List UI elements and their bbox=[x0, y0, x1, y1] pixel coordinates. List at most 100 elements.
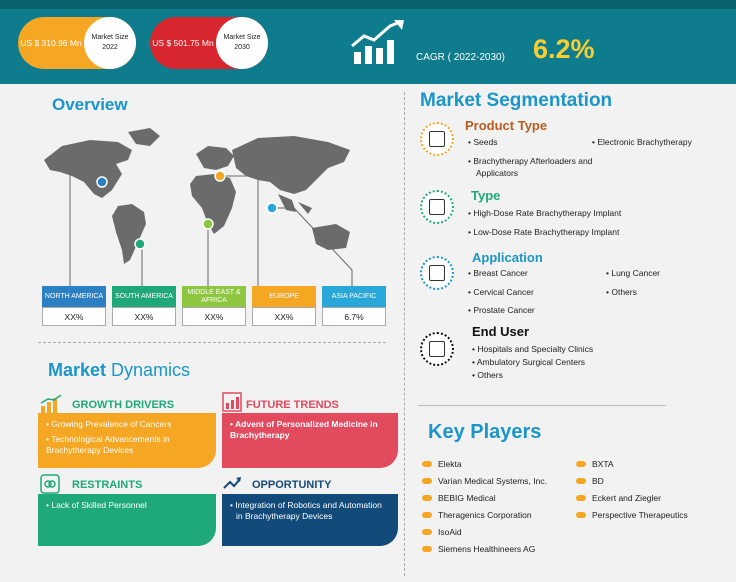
bullet-dot-icon bbox=[422, 495, 432, 501]
region-asia-pacific: ASIA PACIFIC 6.7% bbox=[322, 286, 386, 326]
key-player-name: Siemens Healthineers AG bbox=[438, 544, 536, 554]
end-user-text: Others bbox=[477, 370, 503, 380]
application-title: Application bbox=[472, 250, 543, 265]
overview-divider bbox=[38, 342, 386, 343]
region-share: XX% bbox=[112, 307, 176, 326]
product-type-text: Seeds bbox=[473, 137, 498, 147]
key-player-left: IsoAid bbox=[422, 527, 462, 537]
product-type-title: Product Type bbox=[465, 118, 548, 133]
region-share: XX% bbox=[42, 307, 106, 326]
key-player-name: Theragenics Corporation bbox=[438, 510, 532, 520]
bullet-dot-icon bbox=[576, 495, 586, 501]
product-type-text: Electronic Brachytherapy bbox=[597, 137, 692, 147]
region-share: XX% bbox=[182, 307, 246, 326]
key-player-name: Varian Medical Systems, Inc. bbox=[438, 476, 547, 486]
segmentation-divider bbox=[418, 405, 666, 406]
growth-bars-icon bbox=[40, 395, 62, 413]
future-trends-box: • Advent of Personalized Medicine in Bra… bbox=[222, 413, 398, 468]
region-share: 6.7% bbox=[322, 307, 386, 326]
market-size-2022-value: US $ 310.96 Mn bbox=[20, 37, 82, 48]
type-item: • High-Dose Rate Brachytherapy Implant bbox=[468, 208, 622, 218]
application-item: • Prostate Cancer bbox=[468, 305, 535, 315]
product-type-item: • Brachytherapy Afterloaders and Applica… bbox=[468, 156, 593, 178]
dynamics-title-b: Dynamics bbox=[111, 360, 191, 380]
market-size-2030-pill: US $ 501.75 Mn Market Size 2030 bbox=[150, 17, 268, 69]
end-user-text: Hospitals and Specialty Clinics bbox=[477, 344, 594, 354]
dynamics-title-a: Market bbox=[48, 360, 107, 380]
key-player-right: Eckert and Ziegler bbox=[576, 493, 661, 503]
growth-driver-item: • Technological Advancements in Brachyth… bbox=[46, 434, 170, 455]
restraint-text: Lack of Skilled Personnel bbox=[51, 500, 147, 510]
application-text: Lung Cancer bbox=[611, 268, 661, 278]
bullet-dot-icon bbox=[422, 529, 432, 535]
application-text: Breast Cancer bbox=[473, 268, 528, 278]
end-user-item: • Hospitals and Specialty Clinics bbox=[472, 344, 594, 354]
application-icon bbox=[420, 256, 454, 290]
region-name: SOUTH AMERICA bbox=[112, 286, 176, 307]
dynamics-title: Market Dynamics bbox=[48, 360, 190, 381]
future-trend-text: Advent of Personalized Medicine in Brach… bbox=[230, 419, 378, 440]
growth-driver-text: Growing Prevalence of Cancers bbox=[51, 419, 172, 429]
opportunity-item: • Integration of Robotics and Automation… bbox=[230, 500, 382, 521]
key-player-name: BEBIG Medical bbox=[438, 493, 496, 503]
bullet-dot-icon bbox=[576, 461, 586, 467]
restraints-title: RESTRAINTS bbox=[72, 479, 143, 491]
key-player-left: BEBIG Medical bbox=[422, 493, 496, 503]
application-item: • Breast Cancer bbox=[468, 268, 528, 278]
growth-drivers-title: GROWTH DRIVERS bbox=[72, 399, 175, 411]
section-divider bbox=[404, 92, 405, 576]
future-trend-item: • Advent of Personalized Medicine in Bra… bbox=[230, 419, 378, 440]
application-text: Prostate Cancer bbox=[473, 305, 535, 315]
key-players-title: Key Players bbox=[428, 421, 542, 443]
opportunity-text: Integration of Robotics and Automation i… bbox=[235, 500, 382, 521]
overview-title: Overview bbox=[52, 95, 128, 114]
key-player-name: BXTA bbox=[592, 459, 614, 469]
market-size-2030-label: Market Size 2030 bbox=[216, 17, 268, 69]
key-player-left: Siemens Healthineers AG bbox=[422, 544, 535, 554]
region-name: NORTH AMERICA bbox=[42, 286, 106, 307]
key-player-name: BD bbox=[592, 476, 604, 486]
growth-driver-text: Technological Advancements in Brachyther… bbox=[46, 434, 170, 455]
key-player-right: Perspective Therapeutics bbox=[576, 510, 688, 520]
growth-drivers-box: • Growing Prevalence of Cancers • Techno… bbox=[38, 413, 216, 468]
end-user-item: • Ambulatory Surgical Centers bbox=[472, 357, 586, 367]
region-name: EUROPE bbox=[252, 286, 316, 307]
key-player-right: BXTA bbox=[576, 459, 614, 469]
type-text: Low-Dose Rate Brachytherapy Implant bbox=[473, 227, 620, 237]
restraint-item: • Lack of Skilled Personnel bbox=[46, 500, 147, 510]
segmentation-title: Market Segmentation bbox=[420, 90, 613, 111]
restraint-chain-icon bbox=[40, 474, 60, 494]
region-share: XX% bbox=[252, 307, 316, 326]
restraints-box: • Lack of Skilled Personnel bbox=[38, 494, 216, 546]
bullet-dot-icon bbox=[422, 546, 432, 552]
type-text: High-Dose Rate Brachytherapy Implant bbox=[473, 208, 622, 218]
end-user-title: End User bbox=[472, 324, 530, 339]
world-map bbox=[44, 128, 353, 288]
cagr-value: 6.2% bbox=[533, 34, 595, 64]
bullet-dot-icon bbox=[422, 478, 432, 484]
application-item: • Lung Cancer bbox=[606, 268, 661, 278]
opportunity-arrows-icon bbox=[223, 477, 241, 489]
product-type-item: • Seeds bbox=[468, 137, 498, 147]
growth-chart-icon bbox=[351, 20, 404, 64]
growth-driver-item: • Growing Prevalence of Cancers bbox=[46, 419, 172, 429]
key-player-name: Eckert and Ziegler bbox=[592, 493, 661, 503]
product-type-item: • Electronic Brachytherapy bbox=[592, 137, 692, 147]
key-player-left: Elekta bbox=[422, 459, 462, 469]
key-player-left: Varian Medical Systems, Inc. bbox=[422, 476, 547, 486]
key-player-name: Perspective Therapeutics bbox=[592, 510, 688, 520]
application-item: • Others bbox=[606, 287, 637, 297]
product-type-text: Brachytherapy Afterloaders and Applicato… bbox=[473, 156, 593, 178]
end-user-item: • Others bbox=[472, 370, 503, 380]
opportunity-title: OPPORTUNITY bbox=[252, 479, 332, 491]
region-europe: EUROPE XX% bbox=[252, 286, 316, 326]
cagr-label: CAGR ( 2022-2030) bbox=[416, 52, 505, 63]
region-south-america: SOUTH AMERICA XX% bbox=[112, 286, 176, 326]
end-user-icon bbox=[420, 332, 454, 366]
header-top-strip bbox=[0, 0, 736, 9]
market-size-2030-value: US $ 501.75 Mn bbox=[152, 37, 214, 48]
product-type-icon bbox=[420, 122, 454, 156]
key-player-name: Elekta bbox=[438, 459, 462, 469]
application-item: • Cervical Cancer bbox=[468, 287, 534, 297]
type-item: • Low-Dose Rate Brachytherapy Implant bbox=[468, 227, 620, 237]
